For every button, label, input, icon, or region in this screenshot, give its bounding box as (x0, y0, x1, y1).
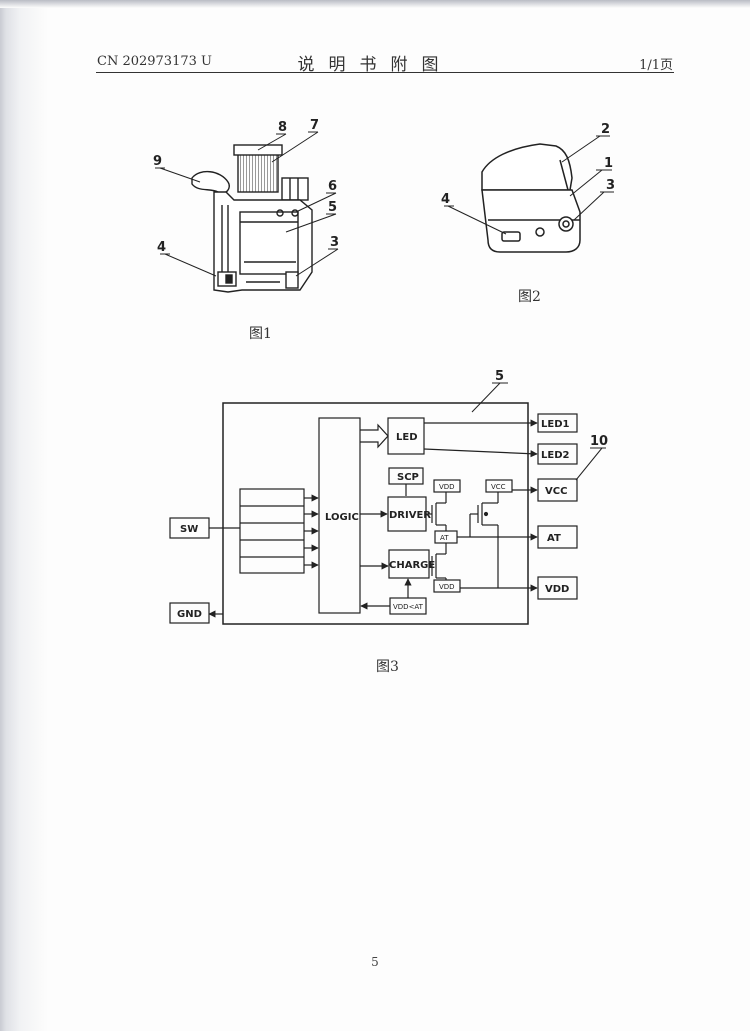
logic-block (318, 417, 361, 614)
gnd-label: GND (177, 609, 202, 620)
led-label: LED (396, 432, 418, 443)
fig2-label-4: 4 (441, 192, 450, 207)
vcc-terminal (537, 478, 578, 502)
figure-2-caption: 图2 (518, 289, 541, 305)
scan-edge-left (0, 0, 48, 1031)
led1-label: LED1 (541, 419, 570, 430)
vdd-terminal (537, 576, 578, 600)
sw-label: SW (180, 524, 198, 535)
vdd-tiny-bottom-label: VDD (439, 583, 455, 591)
at-terminal (537, 525, 578, 549)
scp-label: SCP (397, 472, 419, 483)
page-number: 5 (371, 955, 379, 969)
fig1-label-6: 6 (328, 179, 337, 194)
figure-1-drawing (191, 144, 313, 293)
figure-3-text: 5 10 LOGIC LED SCP DRIVER CHARGE VDD VCC… (177, 369, 608, 620)
page-title: 说明书附图 (297, 55, 453, 75)
fig1-label-3: 3 (330, 235, 339, 250)
charge-block (388, 549, 430, 579)
scan-edge-top (0, 0, 750, 8)
driver-label: DRIVER (389, 510, 431, 521)
at-label: AT (547, 533, 561, 544)
vdd-tiny-top (433, 479, 461, 493)
fig2-label-3: 3 (606, 178, 615, 193)
fig1-label-5: 5 (328, 200, 337, 215)
figure-2-labels: 2 1 3 4 (441, 122, 615, 207)
figure-1-labels: 8 7 9 6 5 4 3 (153, 118, 339, 255)
fig3-label-10: 10 (590, 434, 608, 449)
led2-label: LED2 (541, 450, 570, 461)
vcc-tiny (485, 479, 513, 493)
logic-label: LOGIC (325, 512, 359, 523)
vdd-tiny-bottom (433, 579, 461, 593)
chip-outline (222, 402, 529, 625)
register-stack (239, 488, 305, 574)
led2-terminal (537, 443, 578, 465)
vcc-label: VCC (545, 486, 567, 497)
fig1-label-7: 7 (310, 118, 319, 133)
vdd-at-label: VDD<AT (393, 603, 424, 611)
fig1-label-9: 9 (153, 154, 162, 169)
figure-2-drawing (481, 143, 581, 253)
figure-2-leaders (444, 135, 614, 235)
figure-3-diagram (169, 402, 578, 625)
fig2-label-1: 1 (604, 156, 613, 171)
figure-1-leaders (155, 131, 339, 277)
led1-terminal (537, 413, 578, 433)
vdd-label: VDD (545, 584, 569, 595)
fig1-label-8: 8 (278, 120, 287, 135)
vdd-tiny-top-label: VDD (439, 483, 455, 491)
figure-3-caption: 图3 (376, 659, 399, 675)
vcc-tiny-label: VCC (491, 483, 506, 491)
header-rule (96, 72, 674, 73)
fig2-label-2: 2 (601, 122, 610, 137)
page-indicator: 1/1页 (639, 58, 673, 73)
patent-number: CN 202973173 U (97, 54, 212, 69)
at-tiny-label: AT (440, 534, 449, 542)
figure-1-caption: 图1 (249, 326, 272, 342)
charge-label: CHARGE (389, 560, 435, 571)
fig1-label-4: 4 (157, 240, 166, 255)
fig3-label-5: 5 (495, 369, 504, 384)
figure-3-leaders (471, 382, 606, 481)
